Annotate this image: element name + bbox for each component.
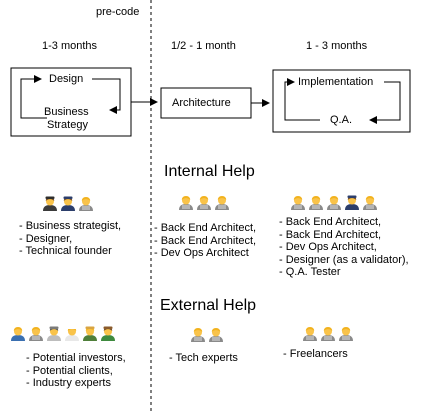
internal-col1-list: - Business strategist, - Designer, - Tec… (19, 220, 121, 258)
internal-help-title: Internal Help (164, 163, 255, 180)
list-item: - Freelancers (283, 348, 348, 360)
phase3-box (272, 69, 411, 133)
list-item: - Dev Ops Architect, (279, 241, 377, 253)
pilot-icon (43, 196, 57, 211)
design-label: Design (49, 73, 84, 85)
list-item: - Industry experts (26, 377, 111, 389)
technologist-icon (321, 327, 335, 341)
police-icon (61, 196, 75, 211)
internal-col2-people (178, 194, 232, 210)
external-col1-people (10, 325, 118, 341)
phase1-loop-left (20, 75, 47, 119)
business-label: Business (44, 106, 89, 118)
internal-col2-list: - Back End Architect, - Back End Archite… (154, 222, 256, 260)
list-item: - Back End Architect, (279, 228, 382, 241)
implementation-label: Implementation (298, 76, 374, 88)
external-col2-list: - Tech experts (169, 352, 238, 365)
technologist-icon (191, 328, 205, 342)
technologist-icon (303, 327, 317, 341)
list-item: - Designer (as a validator), (279, 253, 409, 266)
internal-col3-people (290, 194, 380, 210)
list-item: - Potential investors, (26, 352, 126, 364)
technologist-icon (79, 197, 93, 211)
strategy-label: Strategy (47, 119, 88, 131)
phase3-loop-right (369, 81, 401, 124)
police-icon (345, 195, 359, 210)
pre-code-label: pre-code (96, 6, 140, 18)
technologist-icon (29, 327, 43, 341)
external-col2-people (190, 326, 226, 342)
technologist-icon (363, 196, 377, 210)
technologist-icon (327, 196, 341, 210)
list-item: - Q.A. Tester (279, 266, 341, 278)
astronaut-icon (47, 326, 61, 341)
qa-label: Q.A. (330, 114, 353, 126)
technologist-icon (197, 196, 211, 210)
external-col3-people (302, 325, 356, 341)
architecture-label: Architecture (172, 97, 231, 109)
technologist-icon (179, 196, 193, 210)
external-col3-list: - Freelancers (283, 348, 348, 361)
list-item: - Business strategist, (19, 220, 122, 232)
technologist-icon (291, 196, 305, 210)
phase3-loop-left (284, 78, 320, 121)
phase2-duration: 1/2 - 1 month (171, 40, 236, 52)
farmer-icon (83, 326, 97, 341)
list-item: - Tech experts (169, 352, 238, 364)
internal-col1-people (42, 195, 96, 211)
technologist-icon (215, 196, 229, 210)
phase1-duration: 1-3 months (42, 40, 98, 52)
businessman-icon (11, 327, 25, 341)
architecture-box (160, 87, 252, 119)
gardener-icon (101, 326, 115, 341)
technologist-icon (309, 196, 323, 210)
list-item: - Technical founder (19, 245, 112, 257)
list-item: - Designer, (19, 232, 73, 245)
list-item: - Back End Architect, (154, 222, 257, 234)
cook-icon (65, 326, 79, 341)
phase1-loop-right (92, 78, 121, 114)
technologist-icon (339, 327, 353, 341)
list-item: - Back End Architect, (154, 234, 257, 247)
list-item: - Potential clients, (26, 364, 113, 377)
list-item: - Dev Ops Architect (154, 247, 249, 259)
internal-col3-list: - Back End Architect, - Back End Archite… (279, 216, 409, 279)
external-help-title: External Help (160, 297, 257, 314)
phase3-duration: 1 - 3 months (306, 40, 368, 52)
technologist-icon (209, 328, 223, 342)
list-item: - Back End Architect, (279, 216, 382, 228)
external-col1-list: - Potential investors, - Potential clien… (26, 352, 126, 390)
